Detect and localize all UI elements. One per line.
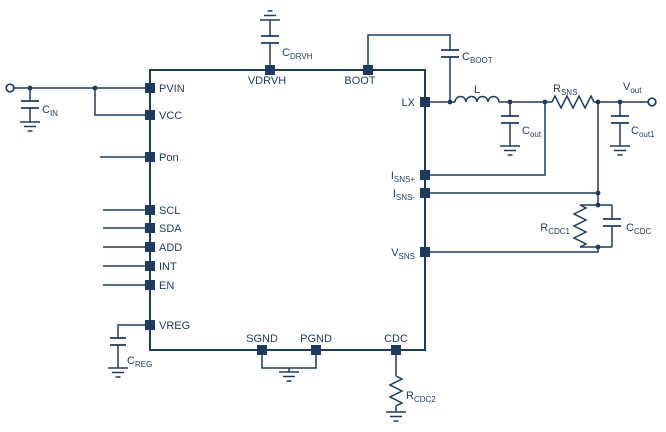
pin-pgnd	[311, 345, 321, 355]
pin-label-vsns: VSNS	[391, 247, 415, 261]
pin-isns-minus	[420, 188, 430, 198]
component-label-rcdc1: RCDC1	[540, 222, 570, 236]
ground-icon-pgnd	[279, 371, 299, 382]
pin-label-pgnd: PGND	[300, 333, 332, 345]
pin-pvin	[145, 83, 155, 93]
capacitor-cboot	[441, 49, 459, 58]
pin-label-vdrvh: VDRVH	[248, 75, 286, 87]
capacitor-ccdc	[603, 218, 621, 227]
junction-dot	[447, 99, 453, 105]
capacitor-cin	[21, 100, 39, 109]
component-label-cout: Cout	[522, 125, 542, 139]
pin-label-lx: LX	[402, 97, 416, 109]
capacitor-cout1	[611, 115, 629, 124]
pin-label-vreg: VREG	[159, 320, 190, 332]
junction-dot	[595, 190, 601, 196]
junction-dot	[27, 85, 33, 91]
pin-label-en: EN	[159, 280, 174, 292]
component-label-cboot: CBOOT	[462, 51, 493, 65]
net-vreg	[117, 324, 145, 338]
ground-icon-rcdc2	[386, 411, 406, 422]
pin-pon	[145, 152, 155, 162]
pin-label-int: INT	[159, 261, 177, 273]
component-label-creg: CREG	[127, 355, 152, 369]
capacitor-creg	[110, 337, 126, 346]
junction-dot	[92, 85, 98, 91]
junction-dot	[595, 202, 601, 208]
grounds	[20, 10, 630, 422]
pin-label-add: ADD	[159, 242, 182, 254]
pin-label-isns-minus: ISNS-	[393, 188, 416, 202]
ground-icon-creg	[108, 367, 128, 378]
ground-icon-cin	[20, 121, 40, 132]
junction-dot	[595, 244, 601, 250]
pin-isns-plus	[420, 170, 430, 180]
component-label-cout1: Cout1	[631, 125, 655, 139]
component-label-cin: CIN	[42, 104, 58, 118]
inductor-l	[454, 95, 500, 103]
component-label-vout: Vout	[623, 81, 642, 95]
vout-terminal	[647, 97, 657, 107]
junction-dot	[595, 99, 601, 105]
pin-en	[145, 280, 155, 290]
net-isns-plus	[430, 102, 546, 176]
component-labels: CIN CDRVH CBOOT L RSNS Vout Cout Cout1 R…	[42, 47, 655, 404]
pin-label-vcc: VCC	[159, 110, 182, 122]
net-isns-minus	[430, 102, 599, 205]
pin-label-boot: BOOT	[344, 75, 375, 87]
pin-vreg	[145, 320, 155, 330]
ground-icon-cdrvh	[260, 10, 280, 21]
pin-cdc	[391, 345, 401, 355]
component-label-inductor: L	[474, 84, 480, 96]
pin-sgnd	[257, 345, 267, 355]
pin-label-sda: SDA	[159, 223, 182, 235]
pin-label-pvin: PVIN	[159, 83, 185, 95]
capacitors	[21, 35, 629, 346]
input-terminal	[5, 83, 15, 93]
component-label-rcdc2: RCDC2	[406, 390, 436, 404]
junction-dot	[507, 99, 513, 105]
net-sgnd-pgnd	[261, 355, 317, 372]
resistor-rcdc1	[572, 204, 588, 248]
net-vcc	[94, 88, 145, 116]
resistor-rcdc2	[388, 375, 404, 407]
net-boot	[367, 34, 451, 102]
pin-vsns	[420, 247, 430, 257]
pin-vcc	[145, 110, 155, 120]
pin-labels: PVIN VCC Pon SCL SDA ADD INT EN VREG VDR…	[159, 75, 416, 345]
pin-scl	[145, 205, 155, 215]
pin-int	[145, 261, 155, 271]
ic-body	[149, 69, 426, 351]
pin-vdrvh	[265, 65, 275, 75]
junction-dot	[542, 99, 548, 105]
pin-label-sgnd: SGND	[246, 333, 278, 345]
capacitor-cout	[501, 115, 519, 124]
capacitor-cdrvh	[261, 35, 279, 44]
pin-label-scl: SCL	[159, 205, 180, 217]
resistor-rsns	[551, 94, 595, 110]
pin-sda	[145, 223, 155, 233]
pin-label-isns-plus: ISNS+	[391, 170, 416, 184]
component-label-rsns: RSNS	[553, 83, 577, 97]
junction-dots	[27, 85, 623, 250]
pin-boot	[363, 65, 373, 75]
component-label-ccdc: CCDC	[626, 222, 652, 236]
junction-dot	[617, 99, 623, 105]
pin-lx	[420, 97, 430, 107]
ground-icon-cout1	[610, 145, 630, 156]
component-label-cdrvh: CDRVH	[282, 47, 313, 61]
pin-add	[145, 242, 155, 252]
pin-label-pon: Pon	[159, 152, 179, 164]
ground-icon-cout	[500, 145, 520, 156]
pin-label-cdc: CDC	[384, 333, 408, 345]
ic-pins	[145, 65, 430, 355]
